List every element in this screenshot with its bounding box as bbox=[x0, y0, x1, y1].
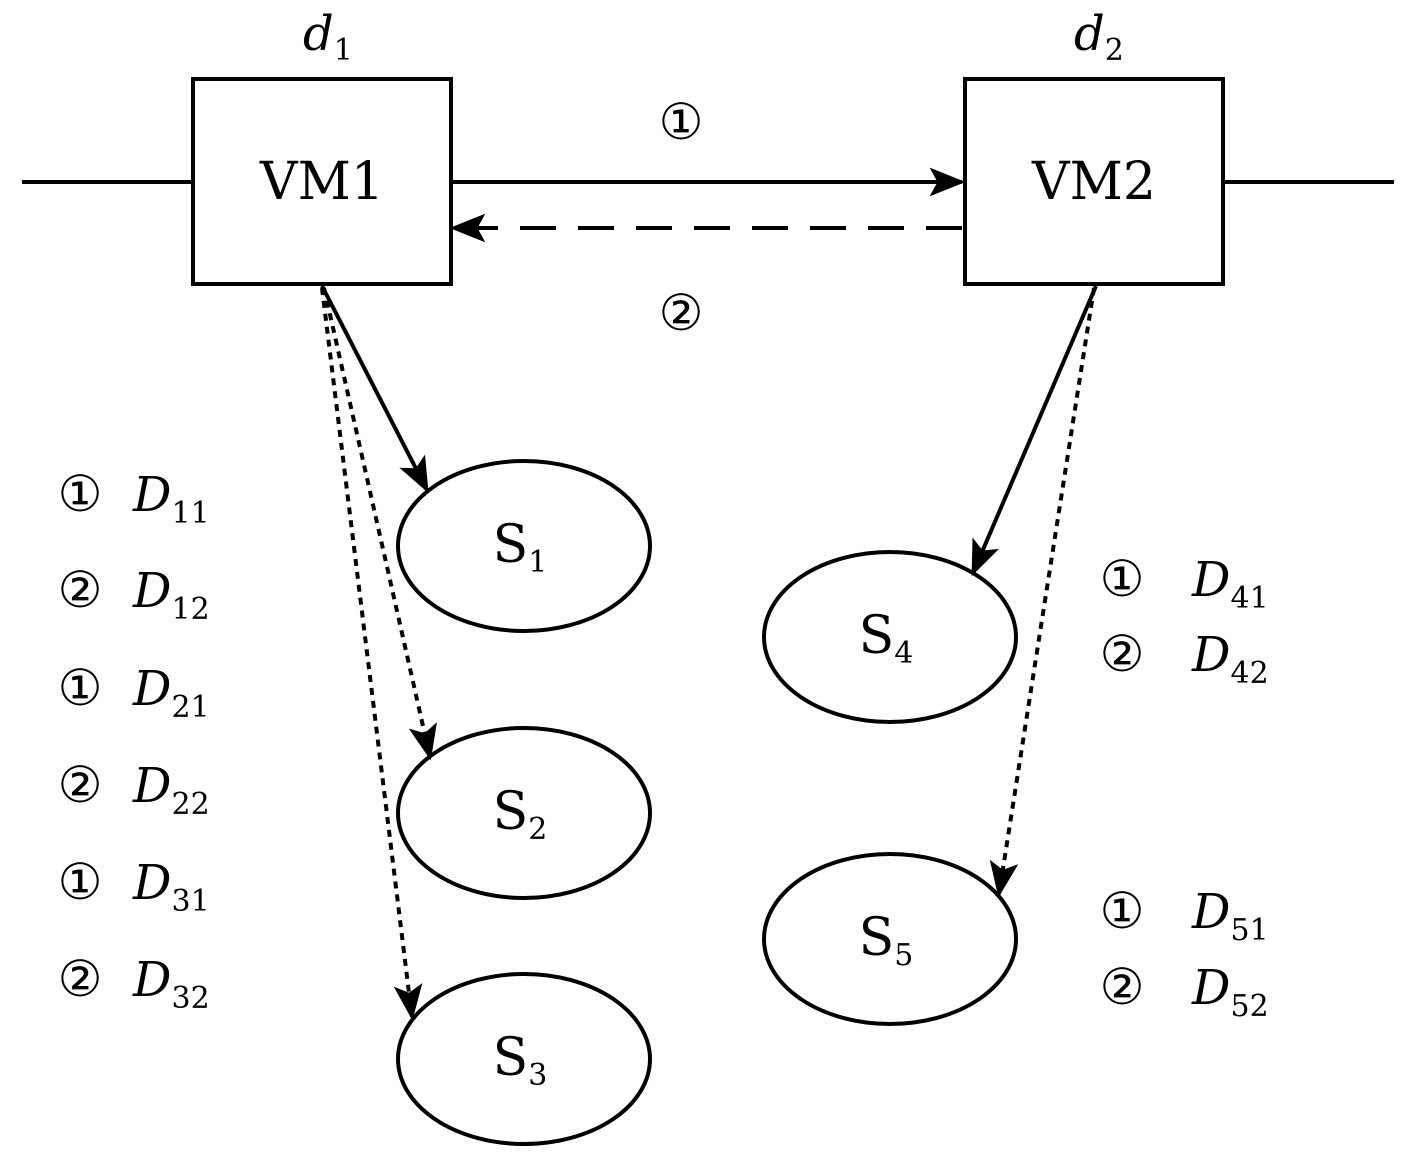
vm1-label: VM1 bbox=[259, 152, 384, 212]
legend-left-term-5: D32 bbox=[132, 952, 210, 1016]
legend-s4: ① D41 ② D42 bbox=[1100, 550, 1269, 691]
backward-arrow-marker: ② bbox=[659, 284, 704, 342]
s2-ellipse bbox=[396, 726, 652, 900]
vm2-variable: d2 bbox=[1074, 6, 1124, 68]
vm2-to-s5-arrow bbox=[989, 287, 1096, 898]
s3-node: S3 bbox=[396, 972, 652, 1146]
s5-node: S5 bbox=[762, 852, 1018, 1026]
s1-label: S1 bbox=[493, 515, 548, 580]
legend-left-marker-5: ② bbox=[58, 950, 103, 1008]
vm1-node: VM1 d1 bbox=[191, 6, 453, 286]
s4-ellipse bbox=[762, 550, 1018, 724]
s3-label: S3 bbox=[493, 1028, 548, 1093]
vm1-to-s2-arrow bbox=[322, 287, 437, 761]
s4-node: S4 bbox=[762, 550, 1018, 724]
legend-s4-term-0: D41 bbox=[1191, 552, 1269, 616]
legend-s4-term-1: D42 bbox=[1191, 627, 1269, 691]
vm2-to-s4-arrow bbox=[971, 285, 1098, 577]
legend-left-marker-0: ① bbox=[58, 465, 103, 523]
legend-left-marker-3: ② bbox=[58, 756, 103, 814]
vm2-node: VM2 d2 bbox=[963, 6, 1225, 286]
legend-left-marker-1: ② bbox=[58, 561, 103, 619]
vm1-variable: d1 bbox=[303, 6, 353, 68]
forward-arrow-marker: ① bbox=[659, 93, 704, 151]
s5-label: S5 bbox=[859, 908, 914, 973]
legend-left-term-3: D22 bbox=[132, 758, 210, 822]
s2-label: S2 bbox=[493, 782, 548, 847]
legend-left-marker-2: ① bbox=[58, 659, 103, 717]
vm1-to-s1-arrow bbox=[320, 285, 429, 494]
legend-s4-marker-0: ① bbox=[1100, 550, 1145, 608]
legend-s5-marker-1: ② bbox=[1100, 958, 1145, 1016]
legend-left: ① D11 ② D12 ① D21 ② D22 ① D31 ② D32 bbox=[58, 465, 210, 1016]
legend-s5-marker-0: ① bbox=[1100, 882, 1145, 940]
legend-left-term-1: D12 bbox=[132, 563, 210, 627]
legend-left-term-0: D11 bbox=[132, 467, 210, 531]
s1-ellipse bbox=[396, 459, 652, 633]
s1-node: S1 bbox=[396, 459, 652, 633]
s2-node: S2 bbox=[396, 726, 652, 900]
legend-s5-term-0: D51 bbox=[1191, 884, 1269, 948]
legend-s5: ① D51 ② D52 bbox=[1100, 882, 1269, 1024]
legend-s5-term-1: D52 bbox=[1191, 960, 1269, 1024]
s4-label: S4 bbox=[859, 606, 914, 671]
legend-s4-marker-1: ② bbox=[1100, 625, 1145, 683]
s5-ellipse bbox=[762, 852, 1018, 1026]
s3-ellipse bbox=[396, 972, 652, 1146]
legend-left-marker-4: ① bbox=[58, 853, 103, 911]
legend-left-term-2: D21 bbox=[132, 661, 210, 725]
legend-left-term-4: D31 bbox=[132, 855, 210, 919]
vm2-label: VM2 bbox=[1031, 152, 1156, 212]
vm1-to-s3-arrow bbox=[320, 287, 423, 1021]
